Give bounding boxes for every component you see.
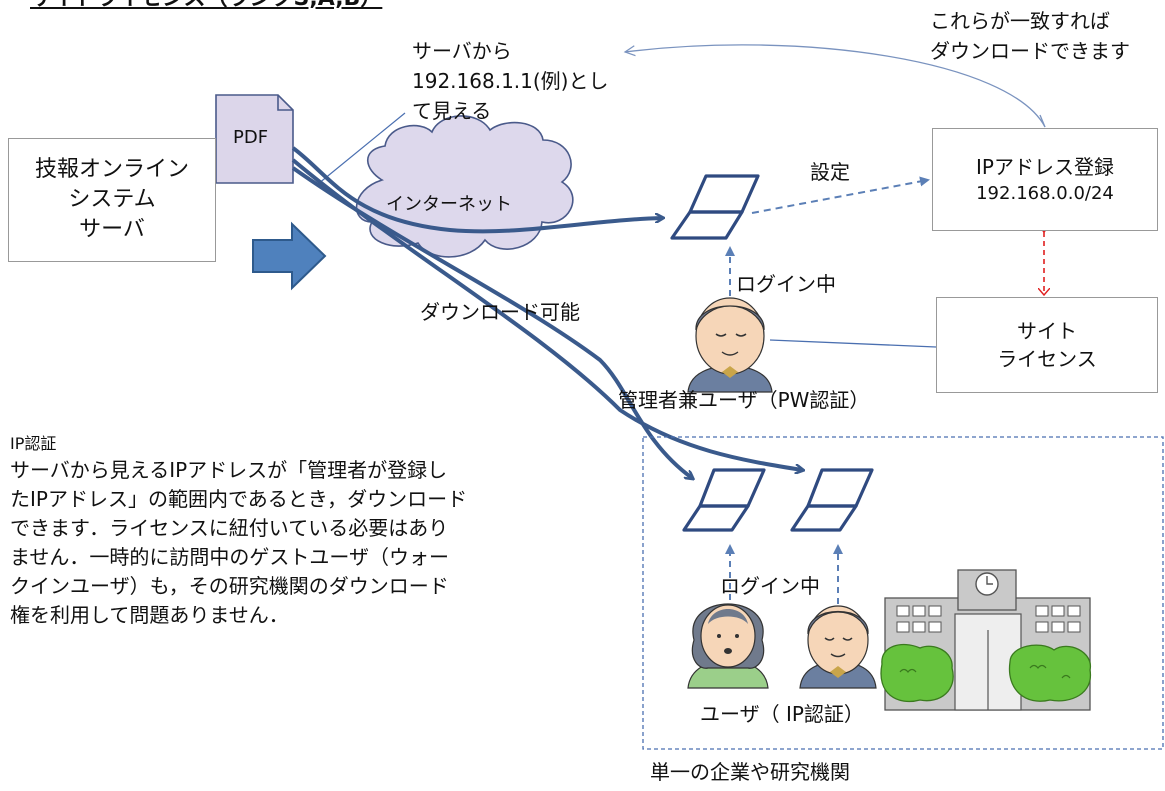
ip-registration-box: IPアドレス登録 192.168.0.0/24	[932, 128, 1158, 231]
internet-label: インターネット	[386, 194, 512, 215]
visible-ip-line-3: て見える	[412, 99, 492, 123]
ip-auth-line-2: たIPアドレス」の範囲内であるとき，ダウンロード	[10, 487, 468, 511]
server-line-1: 技報オンライン	[34, 157, 189, 182]
license-link-line	[769, 339, 937, 348]
organization-label: 単一の企業や研究機関	[650, 760, 850, 784]
female-user-icon	[687, 603, 769, 689]
setting-arrow	[751, 176, 930, 214]
ip-registration-range: 192.168.0.0/24	[976, 182, 1114, 204]
ip-auth-line-6: 権を利用して問題ありません．	[10, 603, 289, 627]
admin-person-icon	[687, 297, 773, 393]
match-note: これらが一致すれば ダウンロードできます	[930, 6, 1130, 66]
match-line-1: これらが一致すれば	[930, 9, 1110, 33]
server-line-3: サーバ	[79, 217, 145, 242]
pdf-document-icon	[215, 94, 294, 184]
server-box: 技報オンライン システム サーバ	[8, 138, 216, 262]
match-line-2: ダウンロードできます	[930, 39, 1130, 63]
callout-line	[317, 112, 406, 185]
flow-arrow-to-admin	[291, 146, 662, 234]
site-license-box: サイト ライセンス	[936, 297, 1158, 393]
male-user-icon	[799, 605, 877, 689]
flow-arrow-to-user2	[291, 158, 802, 470]
ip-auth-title: IP認証	[10, 434, 57, 453]
download-possible-label: ダウンロード可能	[420, 300, 580, 324]
visible-ip-line-2: 192.168.1.1(例)とし	[412, 69, 609, 93]
setting-label: 設定	[810, 160, 850, 184]
site-license-line-2: ライセンス	[997, 347, 1097, 371]
ip-auth-line-3: できます．ライセンスに紐付いている必要はあり	[10, 516, 449, 540]
research-building-icon	[880, 569, 1091, 711]
ip-auth-line-1: サーバから見えるIPアドレスが「管理者が登録し	[10, 458, 448, 482]
visible-ip-note: サーバから 192.168.1.1(例)とし て見える	[412, 36, 608, 126]
ip-user-label: ユーザ（ IP認証）	[700, 702, 864, 726]
laptop-user1-icon	[682, 468, 766, 532]
logged-in-label-top: ログイン中	[736, 272, 836, 296]
pdf-label: PDF	[233, 127, 269, 148]
server-line-2: システム	[68, 187, 156, 212]
ip-registration-title: IPアドレス登録	[976, 154, 1114, 179]
laptop-user2-icon	[790, 468, 874, 532]
laptop-admin-icon	[670, 174, 760, 240]
organization-box	[642, 436, 1164, 750]
ip-auth-line-4: ません．一時的に訪問中のゲストユーザ（ウォー	[10, 545, 449, 569]
logged-in-label-bottom: ログイン中	[720, 574, 820, 598]
match-arrow	[625, 44, 1046, 128]
site-license-line-1: サイト	[1017, 319, 1077, 343]
visible-ip-line-1: サーバから	[412, 39, 512, 63]
block-arrow	[252, 221, 327, 291]
ip-auth-line-5: クインユーザ）も，その研究機関のダウンロード	[10, 574, 449, 598]
admin-user-label: 管理者兼ユーザ（PW認証）	[618, 388, 870, 412]
ip-auth-explanation: IP認証 サーバから見えるIPアドレスが「管理者が登録し たIPアドレス」の範囲…	[10, 432, 468, 630]
